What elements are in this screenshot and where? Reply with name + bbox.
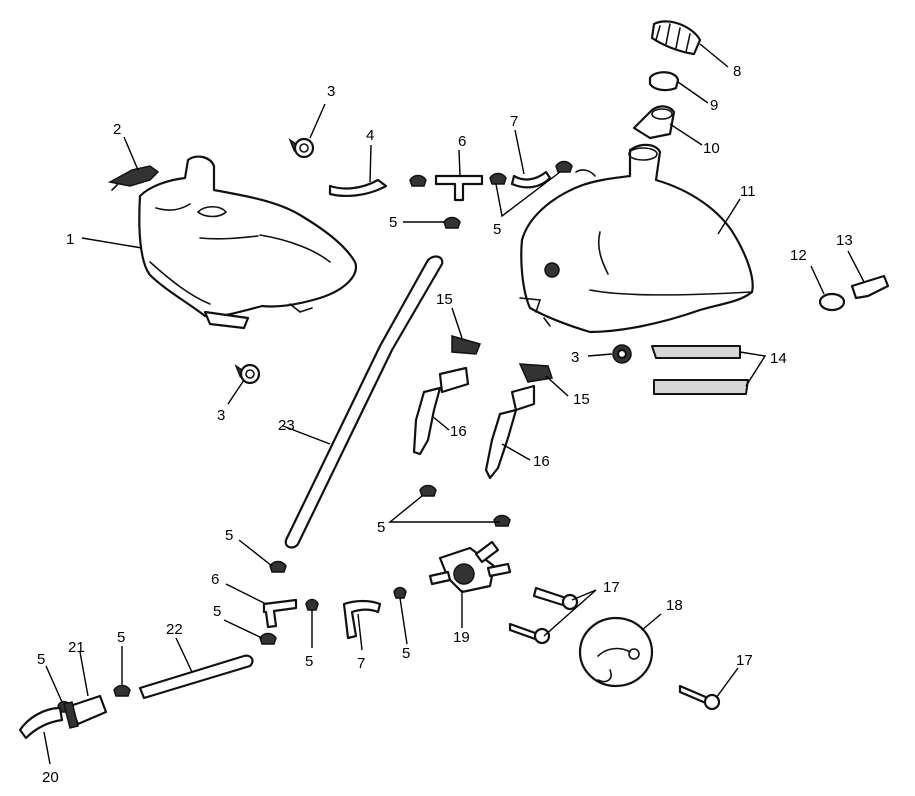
- clip: [850, 274, 890, 300]
- callout-7: 7: [357, 655, 365, 672]
- screw-17-upper: [532, 586, 579, 611]
- fuel-pickup-right: [484, 363, 553, 480]
- hose-20: [18, 706, 64, 740]
- callout-5: 5: [225, 527, 233, 544]
- callout-1: 1: [66, 231, 74, 248]
- bolt-3-top: [288, 137, 315, 159]
- fuel-tank-left: [138, 155, 358, 330]
- callout-5: 5: [37, 651, 45, 668]
- callout-19: 19: [453, 629, 470, 646]
- fuel-valve: [428, 540, 512, 594]
- callout-3: 3: [217, 407, 225, 424]
- callout-6: 6: [211, 571, 219, 588]
- fuel-tank-right: [519, 143, 754, 334]
- callout-17: 17: [603, 579, 620, 596]
- filler-neck: [632, 105, 676, 140]
- pad-upper: [651, 345, 741, 359]
- callout-5: 5: [117, 629, 125, 646]
- disc-plate: [578, 616, 654, 688]
- callout-3: 3: [327, 83, 335, 100]
- callout-20: 20: [42, 769, 59, 786]
- leader-lines: [43, 43, 865, 765]
- screw-17-right: [678, 684, 721, 711]
- callout-5: 5: [213, 603, 221, 620]
- callout-23: 23: [278, 417, 295, 434]
- callout-5: 5: [493, 221, 501, 238]
- callout-2: 2: [113, 121, 121, 138]
- callout-labels: 1 2 3 3 3 4 5 5 5 5 5 5 5 5 5 6 6 7 7 8 …: [37, 63, 853, 786]
- fuel-filter: [63, 694, 108, 729]
- o-ring: [818, 292, 846, 312]
- callout-10: 10: [703, 140, 720, 157]
- t-fitting-6-top: [434, 174, 484, 202]
- callout-9: 9: [710, 97, 718, 114]
- callout-5: 5: [305, 653, 313, 670]
- callout-5: 5: [389, 214, 397, 231]
- callout-21: 21: [68, 639, 85, 656]
- hose-22: [138, 654, 254, 700]
- callout-22: 22: [166, 621, 183, 638]
- callout-12: 12: [790, 247, 807, 264]
- fuel-cap: [650, 20, 702, 56]
- callout-16: 16: [450, 423, 467, 440]
- callout-17: 17: [736, 652, 753, 669]
- callout-18: 18: [666, 597, 683, 614]
- callout-16: 16: [533, 453, 550, 470]
- callout-15: 15: [573, 391, 590, 408]
- mounting-bracket: [107, 165, 160, 191]
- callout-5: 5: [402, 645, 410, 662]
- hose-7-top: [510, 170, 552, 189]
- callout-7: 7: [510, 113, 518, 130]
- hose-7-bottom: [342, 599, 382, 640]
- gasket: [648, 71, 680, 92]
- hose-4: [328, 178, 388, 197]
- t-fitting-6-bottom: [262, 598, 298, 629]
- screw-17-lower: [508, 622, 551, 645]
- callout-14: 14: [770, 350, 787, 367]
- breather-tube: [284, 255, 444, 549]
- pad-lower: [653, 379, 749, 395]
- callout-15: 15: [436, 291, 453, 308]
- callout-11: 11: [740, 183, 756, 200]
- callout-13: 13: [836, 232, 853, 249]
- callout-4: 4: [366, 127, 374, 144]
- bolt-3-right: [612, 344, 632, 364]
- callout-3: 3: [571, 349, 579, 366]
- fuel-pickup-left: [412, 335, 482, 456]
- callout-6: 6: [458, 133, 466, 150]
- callout-5: 5: [377, 519, 385, 536]
- bolt-3-left: [234, 363, 261, 385]
- callout-8: 8: [733, 63, 741, 80]
